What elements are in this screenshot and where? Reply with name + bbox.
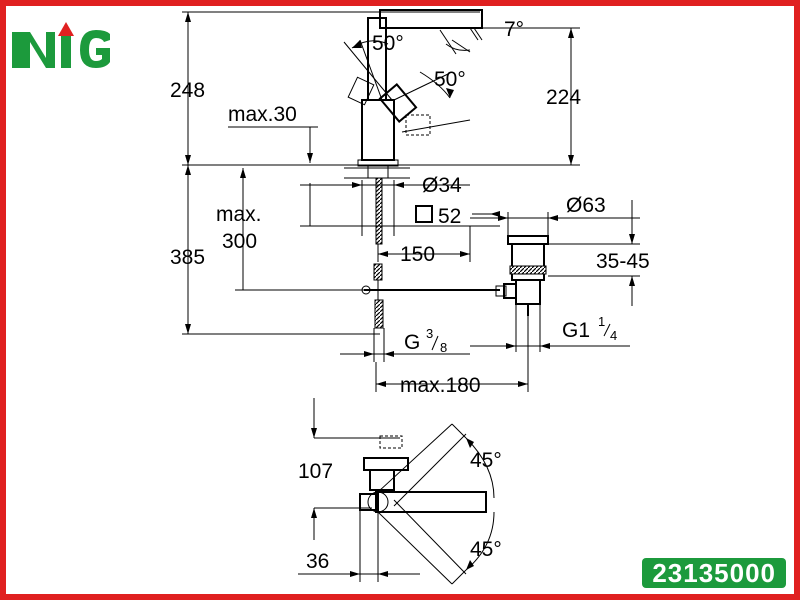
dimension-248-label: 248 [170, 79, 205, 102]
dimension-224-label: 224 [546, 86, 581, 109]
dimension-224: 224 [546, 28, 581, 165]
pop-up-waste [495, 235, 549, 352]
lever-dashed-position [405, 114, 431, 136]
waste-rod-nut [495, 285, 507, 297]
dimension-g-3-8: G 3 8 [340, 326, 470, 362]
body-plan-back [359, 493, 379, 511]
dimension-max-label: max. [216, 203, 262, 226]
square-section-icon [415, 205, 433, 223]
dimension-36: 36 [298, 510, 420, 582]
dimension-max-300: max. 300 [216, 168, 500, 291]
threaded-shank [375, 177, 383, 245]
dimension-150: 150 [378, 226, 471, 266]
dimension-dia-34-label: Ø34 [422, 174, 462, 197]
angle-45-bottom-label: 45° [470, 538, 502, 561]
lever-left-position [347, 76, 375, 106]
hose-coupling [373, 263, 383, 281]
waste-body [511, 244, 545, 281]
waste-flange [507, 235, 549, 245]
hose-end-thread [374, 299, 384, 329]
thread-g114-base: G1 [562, 319, 590, 342]
thread-g114-num: 1 [598, 314, 605, 329]
dimension-square-52-label: 52 [438, 205, 461, 228]
dimension-max-30-label: max.30 [228, 103, 297, 126]
faucet-elevation [343, 9, 500, 329]
dimension-150-label: 150 [400, 243, 435, 266]
dimension-dia-63-label: Ø63 [566, 194, 606, 217]
thread-g38-base: G [404, 331, 420, 354]
dimension-36-label: 36 [306, 550, 329, 573]
dimension-dia-34: Ø34 [300, 174, 470, 236]
angle-50-left-label: 50° [372, 32, 404, 55]
dimension-max-30: max.30 [228, 103, 318, 163]
dimension-248: 248 [170, 12, 205, 165]
thread-g38-den: 8 [440, 340, 447, 355]
angle-50-right-label: 50° [434, 68, 466, 91]
dimension-35-45-label: 35-45 [596, 250, 650, 273]
dimension-g-1-1-4: G1 1 4 [470, 314, 630, 349]
angle-45-top-label: 45° [470, 449, 502, 472]
dimension-35-45: 35-45 [548, 243, 650, 306]
ntg-logo-mark [12, 22, 110, 68]
dimension-385-label: 385 [170, 246, 205, 269]
dimension-107-label: 107 [298, 460, 333, 483]
spout-outline [379, 9, 483, 29]
dimension-max-180-label: max.180 [400, 374, 481, 397]
dimension-300-label: 300 [222, 230, 257, 253]
lever-plan [363, 457, 409, 471]
pop-up-rod-knob [361, 285, 371, 295]
dimension-dia-63: Ø63 [470, 194, 640, 244]
dimension-square-52: 52 [300, 183, 500, 228]
thread-g114-den: 4 [610, 328, 617, 343]
ntg-logo [12, 22, 110, 68]
waste-tee [515, 279, 541, 305]
thread-g38-num: 3 [426, 326, 433, 341]
spout-plan [375, 491, 487, 513]
product-code-badge: 23135000 [642, 558, 786, 588]
body-plan [369, 469, 395, 491]
dimension-385: 385 [170, 165, 205, 334]
lever-plan-dashed [379, 435, 403, 449]
lever-open-position [378, 83, 418, 123]
angle-7-label: 7° [504, 18, 524, 41]
plan-view [311, 398, 495, 585]
dimension-max-180: max.180 [375, 316, 529, 397]
